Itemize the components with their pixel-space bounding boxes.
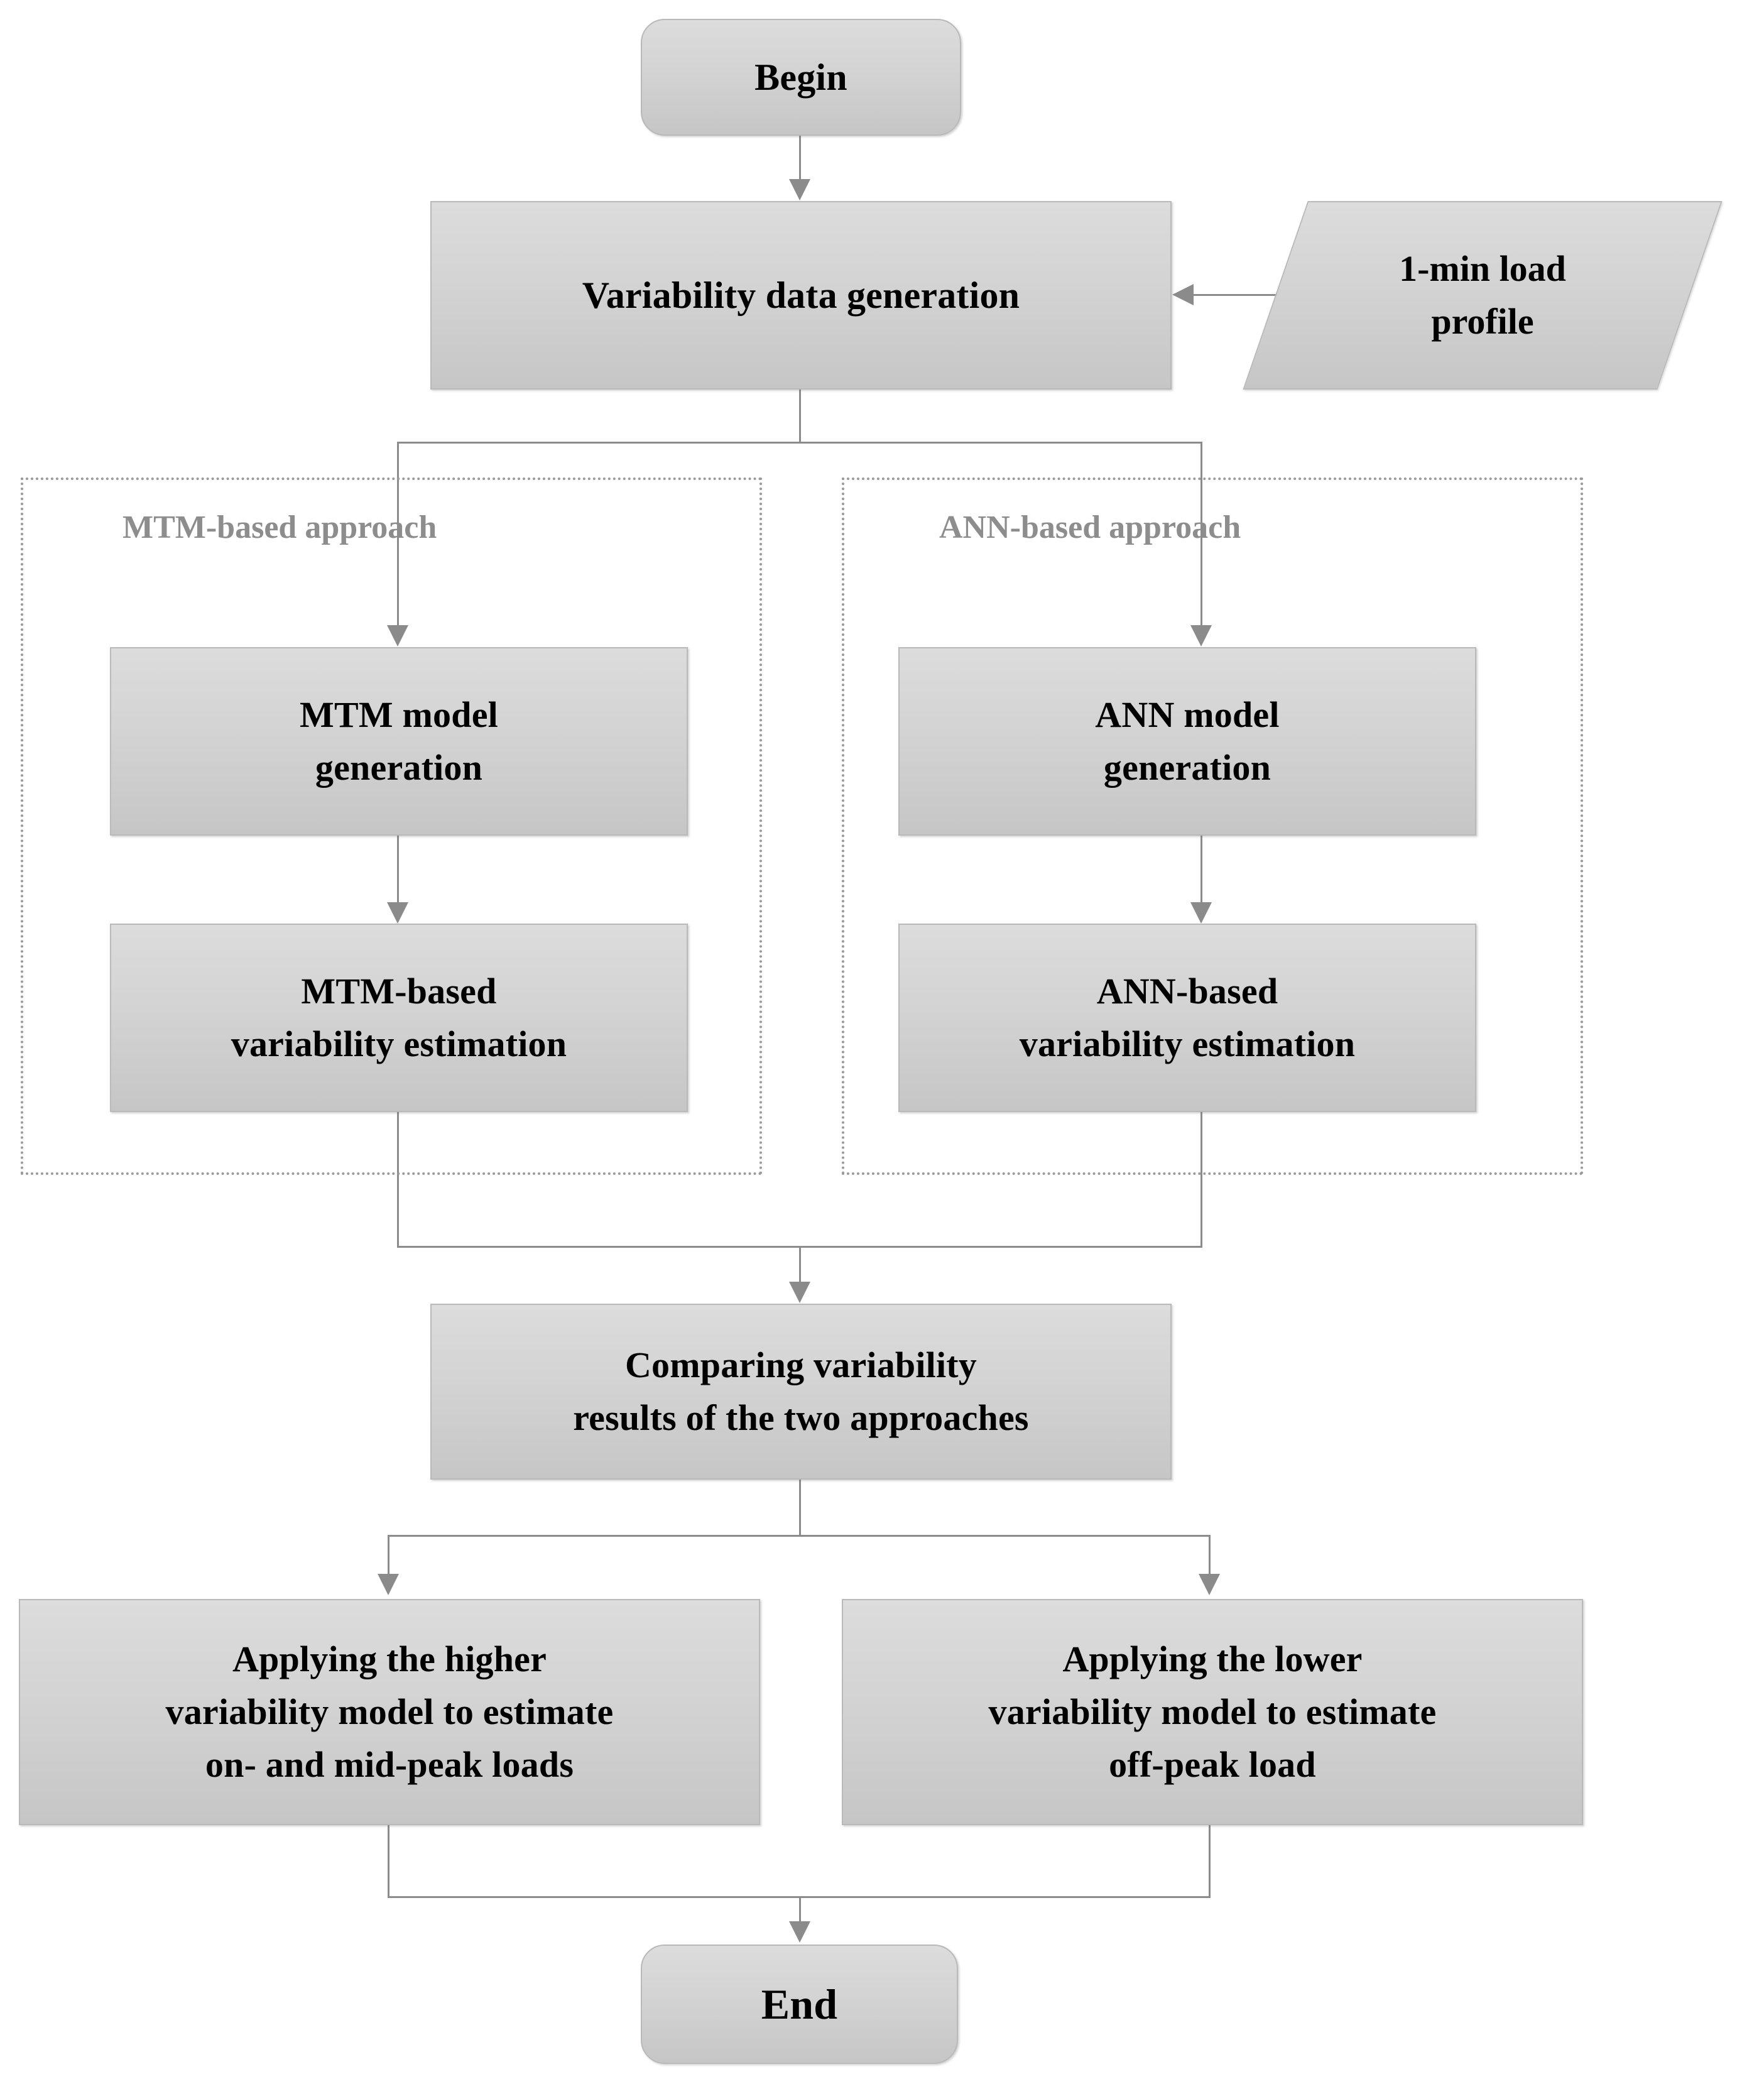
- node-load-profile-label: 1-min load profile: [1399, 248, 1566, 342]
- node-variability-data-generation-label: Variability data generation: [582, 274, 1020, 316]
- node-end[interactable]: End: [641, 1945, 958, 2064]
- connector-split-bus-top: [397, 442, 1202, 444]
- connector-apply-left-down: [388, 1535, 389, 1576]
- arrowhead-merge-to-comparing: [789, 1282, 810, 1303]
- node-ann-model-generation-label: ANN model generation: [1095, 694, 1280, 788]
- node-comparing-variability[interactable]: Comparing variability results of the two…: [430, 1304, 1172, 1480]
- arrowhead-merge-to-end: [789, 1921, 810, 1943]
- node-begin[interactable]: Begin: [641, 19, 961, 136]
- node-begin-label: Begin: [754, 56, 847, 98]
- arrowhead-loadprofile-to-variability: [1172, 284, 1194, 305]
- arrowhead-to-apply-higher: [378, 1574, 399, 1595]
- node-load-profile[interactable]: 1-min load profile: [1243, 201, 1723, 390]
- connector-split-right-down: [1200, 442, 1202, 627]
- node-ann-model-generation[interactable]: ANN model generation: [898, 647, 1476, 836]
- node-apply-lower-variability-label: Applying the lower variability model to …: [988, 1638, 1437, 1786]
- group-label-mtm-approach: MTM-based approach: [122, 510, 437, 545]
- node-variability-data-generation[interactable]: Variability data generation: [430, 201, 1172, 390]
- connector-mtm-model-to-estimation: [397, 836, 399, 905]
- node-mtm-variability-estimation[interactable]: MTM-based variability estimation: [110, 924, 688, 1112]
- arrowhead-mtm-model-to-estimation: [387, 902, 408, 924]
- node-apply-higher-variability-label: Applying the higher variability model to…: [165, 1638, 614, 1786]
- connector-split-left-down: [397, 442, 399, 627]
- node-apply-lower-variability[interactable]: Applying the lower variability model to …: [842, 1599, 1583, 1825]
- arrowhead-to-mtm-model-generation: [387, 625, 408, 646]
- connector-apply-right-down: [1209, 1535, 1211, 1576]
- node-apply-higher-variability[interactable]: Applying the higher variability model to…: [19, 1599, 760, 1825]
- arrowhead-to-ann-model-generation: [1190, 625, 1212, 646]
- group-ann-approach: [842, 477, 1583, 1175]
- connector-merge-to-comparing: [799, 1246, 801, 1285]
- connector-comparing-down: [799, 1480, 801, 1536]
- connector-begin-to-variability: [799, 135, 801, 180]
- connector-ann-model-to-estimation: [1200, 836, 1202, 905]
- arrowhead-to-apply-lower: [1199, 1574, 1220, 1595]
- connector-apply-split-bus: [388, 1535, 1211, 1537]
- group-mtm-approach: [21, 477, 762, 1175]
- connector-ann-estimation-down: [1200, 1112, 1202, 1247]
- node-mtm-model-generation[interactable]: MTM model generation: [110, 647, 688, 836]
- node-ann-variability-estimation-label: ANN-based variability estimation: [1019, 970, 1356, 1064]
- arrowhead-ann-model-to-estimation: [1190, 902, 1212, 924]
- connector-apply-higher-down: [388, 1825, 389, 1897]
- group-label-ann-approach: ANN-based approach: [939, 510, 1241, 545]
- connector-apply-lower-down: [1209, 1825, 1211, 1897]
- node-mtm-variability-estimation-label: MTM-based variability estimation: [231, 970, 567, 1064]
- arrowhead-begin-to-variability: [789, 179, 810, 200]
- node-end-label: End: [761, 1980, 838, 2028]
- node-comparing-variability-label: Comparing variability results of the two…: [573, 1344, 1029, 1438]
- connector-merge-to-end: [799, 1896, 801, 1924]
- node-mtm-model-generation-label: MTM model generation: [300, 694, 498, 788]
- connector-mtm-estimation-down: [397, 1112, 399, 1247]
- connector-variability-down: [799, 390, 801, 443]
- node-ann-variability-estimation[interactable]: ANN-based variability estimation: [898, 924, 1476, 1112]
- connector-loadprofile-to-variability: [1194, 294, 1332, 296]
